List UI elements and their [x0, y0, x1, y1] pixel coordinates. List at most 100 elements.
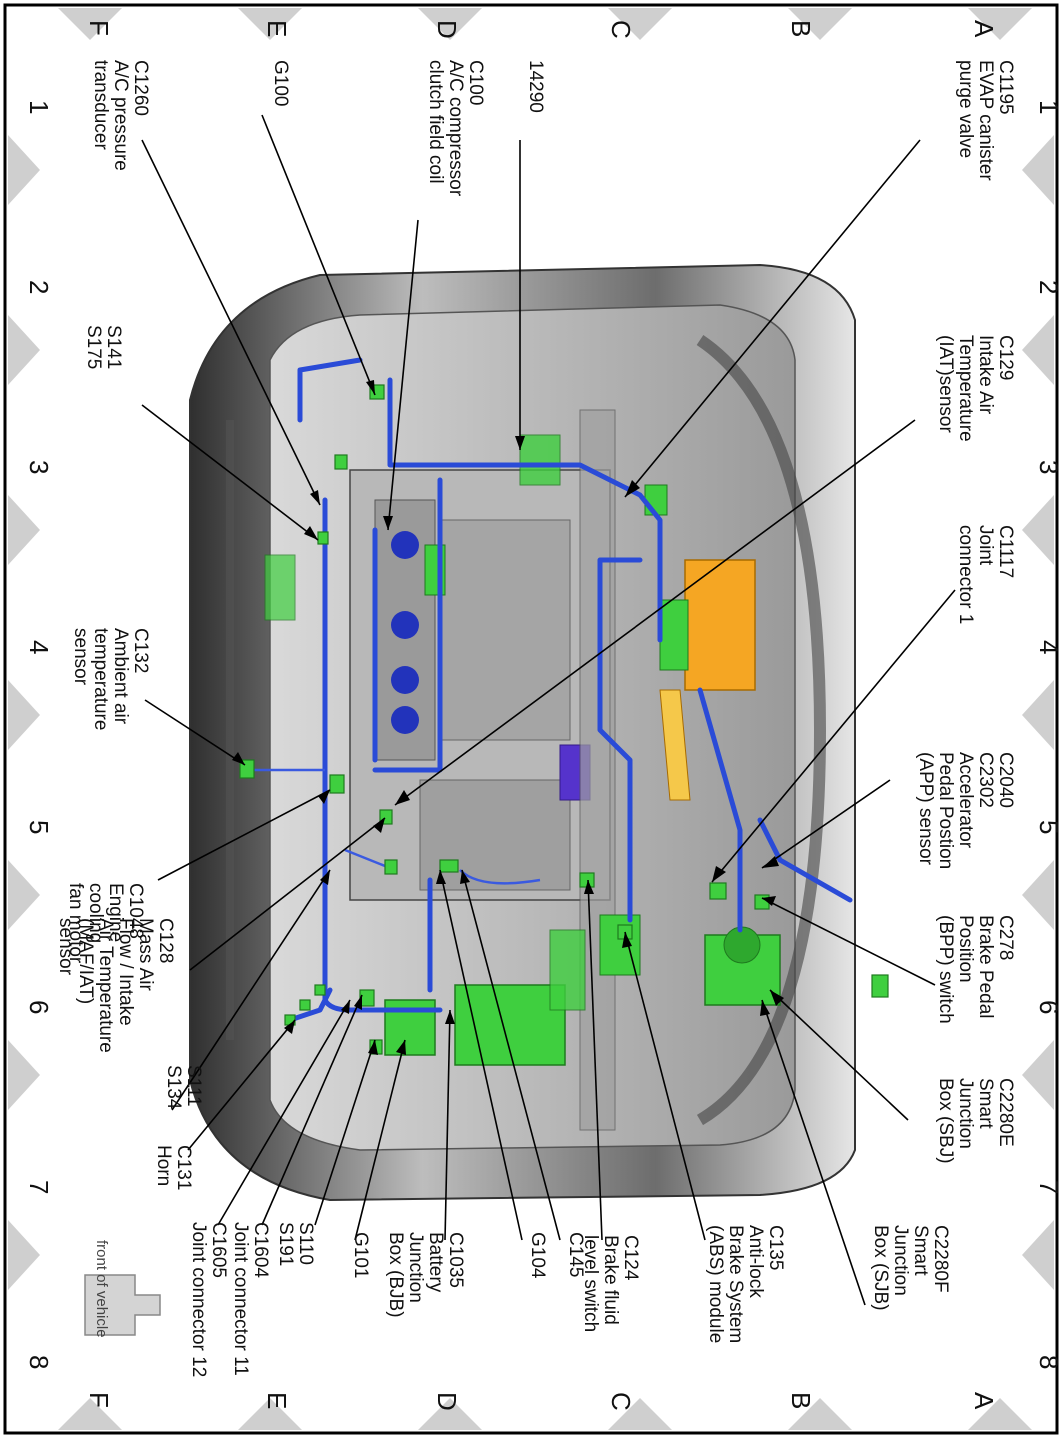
label-c145-line-1: C145: [565, 1232, 586, 1277]
label-c1048-line-3: cooling: [85, 883, 106, 943]
label-c1048-line-4: fan motor: [65, 883, 86, 964]
grid-marker: [608, 1398, 672, 1430]
wiring-harness: [250, 357, 853, 1023]
grid-column-1-right: 1: [1034, 100, 1062, 114]
label-c132-line-1: C132: [130, 628, 151, 673]
grid-marker: [1022, 1220, 1054, 1290]
label-c2280e-line-4: Box (SBJ): [935, 1078, 956, 1164]
grid-row-D-top: D: [432, 20, 462, 39]
label-s111-line-2: S134: [163, 1065, 184, 1110]
label-c1195-line-1: C1195: [995, 60, 1016, 115]
label-s110-line-1: S110: [295, 1222, 316, 1265]
label-g100-line-1: G100: [270, 60, 291, 106]
label-c128-line-1: C128: [155, 918, 176, 963]
label-c278-line-1: C278: [995, 915, 1016, 960]
label-l14290-line-1: 14290: [525, 60, 546, 113]
label-c100-line-2: A/C compressor: [445, 60, 466, 197]
grid-marker: [968, 8, 1032, 40]
leader-lines: [141, 114, 956, 1306]
label-c128-line-5: (MAF/IAT): [75, 918, 96, 1004]
grid-marker: [8, 495, 40, 565]
grid-column-8-left: 8: [24, 1355, 54, 1369]
grid-row-A-bottom: A: [969, 1392, 999, 1410]
grid-marker: [238, 8, 302, 40]
grid-marker: [8, 315, 40, 385]
grid-column-8-right: 8: [1034, 1355, 1062, 1369]
label-c1604-line-2: Joint connector 11: [230, 1222, 251, 1376]
label-c1117-line-2: Joint: [975, 525, 996, 566]
label-c129-line-3: Temperature: [955, 335, 976, 442]
label-c2040-line-4: Pedal Postion: [935, 752, 956, 869]
grid-marker: [1022, 860, 1054, 930]
label-g101: G101: [350, 1232, 371, 1278]
label-c145: C145: [565, 1232, 586, 1277]
grid-row-A-top: A: [969, 20, 999, 38]
grid-row-C-top: C: [606, 20, 636, 39]
label-c1605-line-2: Joint connector 12: [188, 1222, 209, 1377]
label-c1048-line-1: C1048: [125, 883, 146, 939]
label-c2040-line-2: C2302: [975, 752, 996, 808]
grid-column-4-right: 4: [1034, 640, 1062, 654]
grid-column-5-left: 5: [24, 820, 54, 834]
label-c128-line-6: sensor: [55, 918, 76, 976]
grid-marker: [418, 1398, 482, 1430]
label-c1195-line-3: purge valve: [955, 60, 976, 158]
label-c128-line-4: Air Temperature: [95, 918, 116, 1053]
label-c278-line-2: Brake Pedal: [975, 915, 996, 1019]
grid-marker: [8, 860, 40, 930]
label-c2280e-line-1: C2280E: [995, 1078, 1016, 1147]
label-g104: G104: [527, 1232, 548, 1279]
label-s111-line-1: S111: [183, 1065, 204, 1107]
grid-marker: [8, 1040, 40, 1110]
label-c135-line-2: Anti-lock: [745, 1225, 766, 1298]
grid-column-1-left: 1: [24, 100, 54, 114]
grid-markers: [8, 8, 1054, 1430]
label-c132-line-2: Ambient air: [110, 628, 131, 725]
label-c1035-line-2: Battery: [425, 1232, 446, 1293]
label-c1117-line-1: C1117: [995, 525, 1016, 578]
grid-column-2-left: 2: [24, 280, 54, 294]
grid-marker: [8, 135, 40, 205]
grid-column-6-left: 6: [24, 1000, 54, 1014]
grid-marker: [788, 8, 852, 40]
label-c129-line-1: C129: [995, 335, 1016, 380]
label-s110-line-2: S191: [275, 1222, 296, 1266]
label-c2040-line-1: C2040: [995, 752, 1016, 808]
grid-marker: [1022, 495, 1054, 565]
label-c1035-line-3: Junction: [405, 1232, 426, 1303]
engine-block: [349, 409, 616, 1131]
grid-column-3-left: 3: [24, 460, 54, 474]
label-c1048-line-2: Engine: [105, 883, 126, 942]
label-c128-line-3: Flow / Intake: [115, 918, 136, 1026]
grid-marker: [58, 1398, 122, 1430]
label-c2280f-line-3: Junction: [890, 1225, 911, 1296]
label-c128-line-2: Mass Air: [135, 918, 156, 992]
arrow-heads: [232, 380, 784, 1055]
grid-column-3-right: 3: [1034, 460, 1062, 474]
label-c2280e-line-3: Junction: [955, 1078, 976, 1149]
label-c132-line-3: temperature: [90, 628, 111, 730]
grid-marker: [1022, 1040, 1054, 1110]
label-c1117-line-3: connector 1: [955, 525, 976, 624]
label-g101-line-1: G101: [350, 1232, 371, 1278]
grid-row-E-top: E: [262, 20, 292, 37]
grid-marker: [8, 680, 40, 750]
grid-column-5-right: 5: [1034, 820, 1062, 834]
grid-marker: [788, 1398, 852, 1430]
